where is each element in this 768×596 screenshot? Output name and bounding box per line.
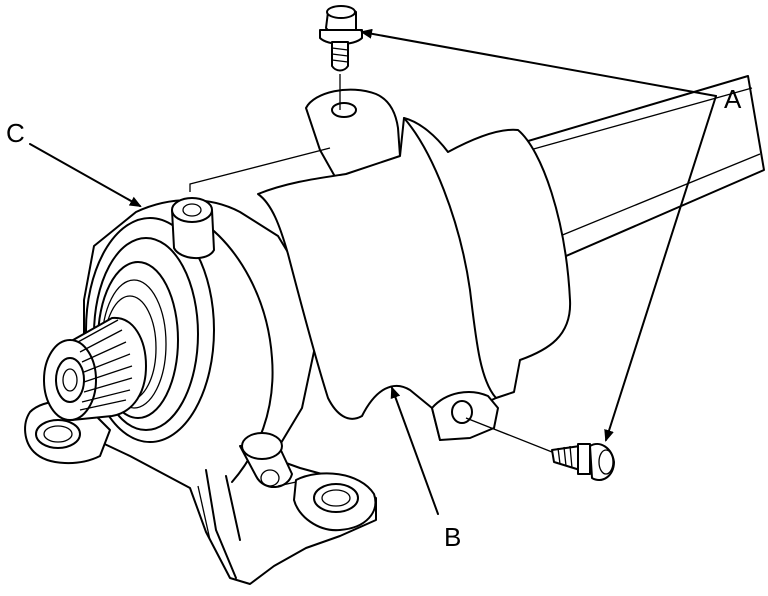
top-bolt-hole [331, 102, 357, 118]
support-bracket [257, 88, 572, 441]
leader-c [29, 143, 142, 207]
bolt-top [319, 5, 363, 72]
upper-boss [171, 197, 215, 259]
leader-lines [29, 28, 717, 515]
bolt-centerlines [189, 74, 553, 487]
lower-boss [239, 432, 293, 488]
lower-bolt-hole [451, 400, 473, 424]
leader-a-right [604, 95, 717, 442]
label-b: B [444, 522, 461, 552]
splined-stub [43, 316, 147, 421]
bolt-right [551, 443, 615, 481]
label-c: C [6, 118, 25, 148]
leader-b [390, 386, 439, 515]
label-a: A [724, 84, 742, 114]
leader-a-top [360, 28, 717, 97]
